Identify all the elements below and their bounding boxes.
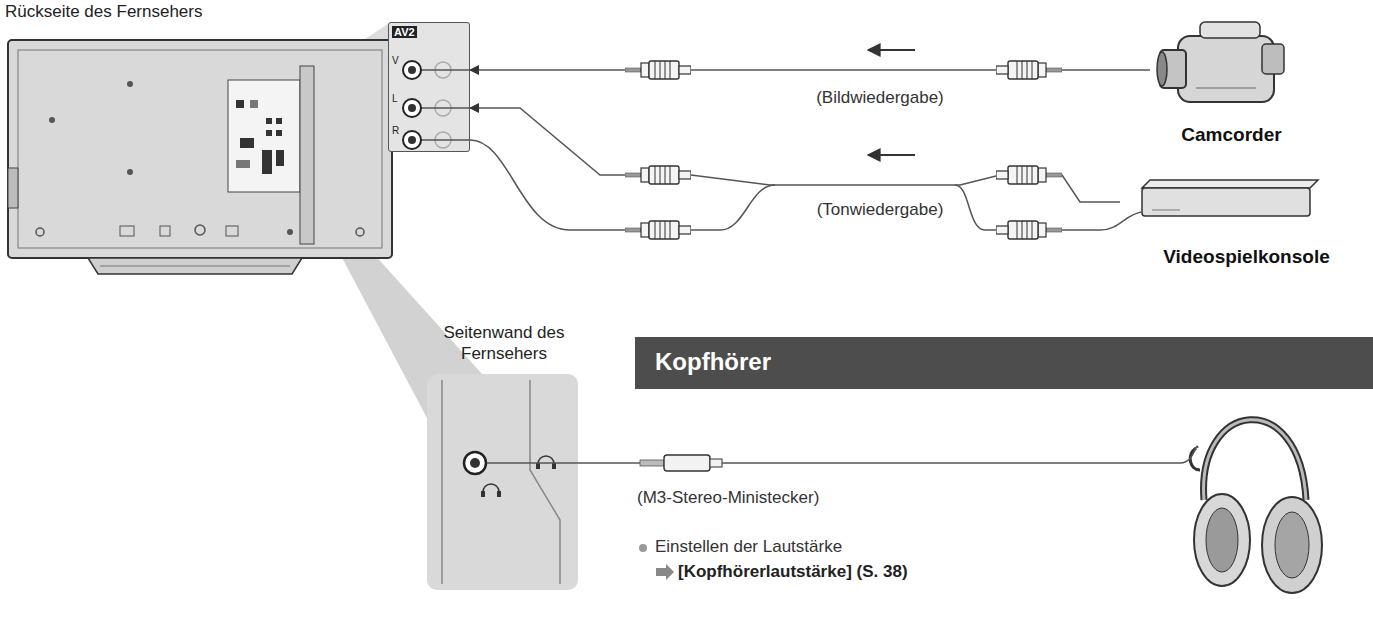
cinch-plug bbox=[996, 61, 1062, 79]
edge-label: (Tonwiedergabe) bbox=[814, 200, 947, 220]
port-label: AV2 bbox=[392, 26, 417, 38]
device-label: Videospielkonsole bbox=[1120, 246, 1373, 268]
page-reference: [Kopfhörerlautstärke] (S. 38) bbox=[678, 562, 908, 582]
cinch-plug bbox=[625, 166, 691, 184]
cable bbox=[691, 185, 775, 230]
bullet bbox=[639, 544, 647, 552]
cable bbox=[722, 446, 1198, 463]
camcorder-icon bbox=[1157, 22, 1284, 102]
tv-rear-view: Rückseite des Fernsehers bbox=[5, 2, 305, 26]
av2-panel: AV2V L R bbox=[388, 22, 470, 152]
cinch-plug bbox=[625, 61, 691, 79]
view-title: Seitenwand des Fernsehers bbox=[420, 322, 588, 365]
cable bbox=[470, 140, 625, 230]
console-icon bbox=[1142, 180, 1318, 216]
cable-connector bbox=[470, 108, 1120, 202]
pin-name: L bbox=[392, 93, 398, 104]
cinch-plug bbox=[996, 221, 1062, 239]
side-wall-panel bbox=[427, 374, 578, 590]
headphones-icon bbox=[1190, 420, 1322, 593]
direction-arrow bbox=[868, 154, 915, 156]
cinch-plug bbox=[996, 166, 1062, 184]
tv-rear bbox=[8, 40, 392, 274]
pin-name: V bbox=[392, 55, 399, 66]
connector-label: (M3-Stereo-Ministecker) bbox=[637, 488, 819, 508]
cinch-plug bbox=[625, 221, 691, 239]
camcorder: Camcorder bbox=[1150, 8, 1313, 154]
mini-plug bbox=[640, 455, 722, 471]
device-label: Camcorder bbox=[1150, 124, 1313, 146]
cable bbox=[1062, 212, 1142, 230]
av2-panel bbox=[388, 22, 470, 152]
direction-arrow bbox=[868, 49, 915, 51]
note-text: Einstellen der Lautstärke bbox=[655, 537, 842, 557]
video-console: Videospielkonsole bbox=[1120, 160, 1373, 276]
cable bbox=[487, 462, 640, 464]
pin-name: R bbox=[392, 125, 399, 136]
cable bbox=[955, 185, 1000, 230]
section-band: Kopfhörer bbox=[635, 337, 1373, 389]
side-wall-inset: Seitenwand des Fernsehers bbox=[420, 322, 588, 592]
edge-label: (Bildwiedergabe) bbox=[813, 88, 947, 108]
section-title: Kopfhörer bbox=[655, 337, 771, 387]
reference-arrow bbox=[656, 564, 674, 580]
view-title: Rückseite des Fernsehers bbox=[5, 2, 202, 22]
